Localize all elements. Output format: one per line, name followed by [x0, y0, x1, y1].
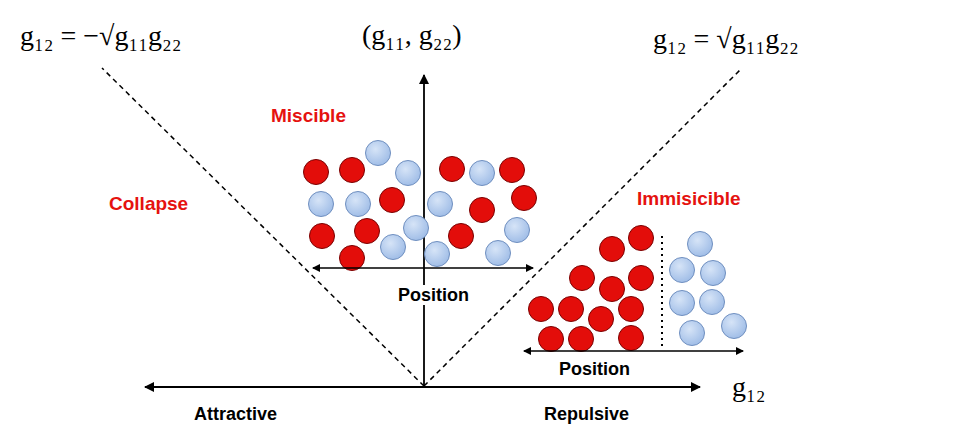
axis-label: Repulsive	[542, 404, 631, 425]
red-atom	[380, 188, 405, 213]
blue-atom	[366, 141, 391, 166]
red-atom	[449, 224, 474, 249]
red-atom	[340, 246, 365, 271]
red-atom	[539, 327, 564, 352]
red-atom	[600, 277, 625, 302]
blue-atom	[670, 291, 695, 316]
axis-label: Position	[396, 285, 471, 306]
blue-atom	[670, 258, 695, 283]
red-atom	[310, 224, 335, 249]
red-atom	[569, 327, 594, 352]
blue-atom	[425, 242, 450, 267]
red-atom	[529, 297, 554, 322]
blue-atom	[700, 290, 725, 315]
blue-atom	[396, 161, 421, 186]
blue-atom	[680, 321, 705, 346]
blue-atom	[346, 192, 371, 217]
blue-atom	[428, 192, 453, 217]
red-atom	[355, 219, 380, 244]
red-atom	[570, 266, 595, 291]
axis-title: (g₁₁, g₂₂)	[360, 19, 464, 51]
red-atom	[340, 158, 365, 183]
red-atom	[600, 237, 625, 262]
red-atom	[440, 157, 465, 182]
boundary-formula: g₁₂ = −√g₁₁g₂₂	[18, 20, 184, 52]
red-atom	[512, 186, 537, 211]
red-atom	[304, 160, 329, 185]
red-atom	[629, 266, 654, 291]
blue-atom	[381, 235, 406, 260]
phase-label: Immisicible	[635, 188, 743, 210]
red-atom	[589, 307, 614, 332]
axis-title: g₁₂	[730, 371, 768, 403]
blue-atom	[404, 216, 429, 241]
blue-atom	[470, 161, 495, 186]
red-atom	[629, 226, 654, 251]
red-atom	[470, 198, 495, 223]
blue-atom	[688, 232, 713, 257]
blue-atom	[722, 314, 747, 339]
red-atom	[559, 297, 584, 322]
axis-label: Position	[557, 359, 632, 380]
axis-label: Attractive	[192, 404, 279, 425]
blue-atom	[309, 192, 334, 217]
red-atom	[619, 297, 644, 322]
red-atom	[619, 326, 644, 351]
boundary-formula: g₁₂ = √g₁₁g₂₂	[651, 23, 801, 55]
blue-atom	[505, 218, 530, 243]
blue-atom	[486, 241, 511, 266]
phase-label: Miscible	[269, 105, 348, 127]
phase-label: Collapse	[107, 193, 190, 215]
red-atom	[500, 158, 525, 183]
blue-atom	[701, 261, 726, 286]
